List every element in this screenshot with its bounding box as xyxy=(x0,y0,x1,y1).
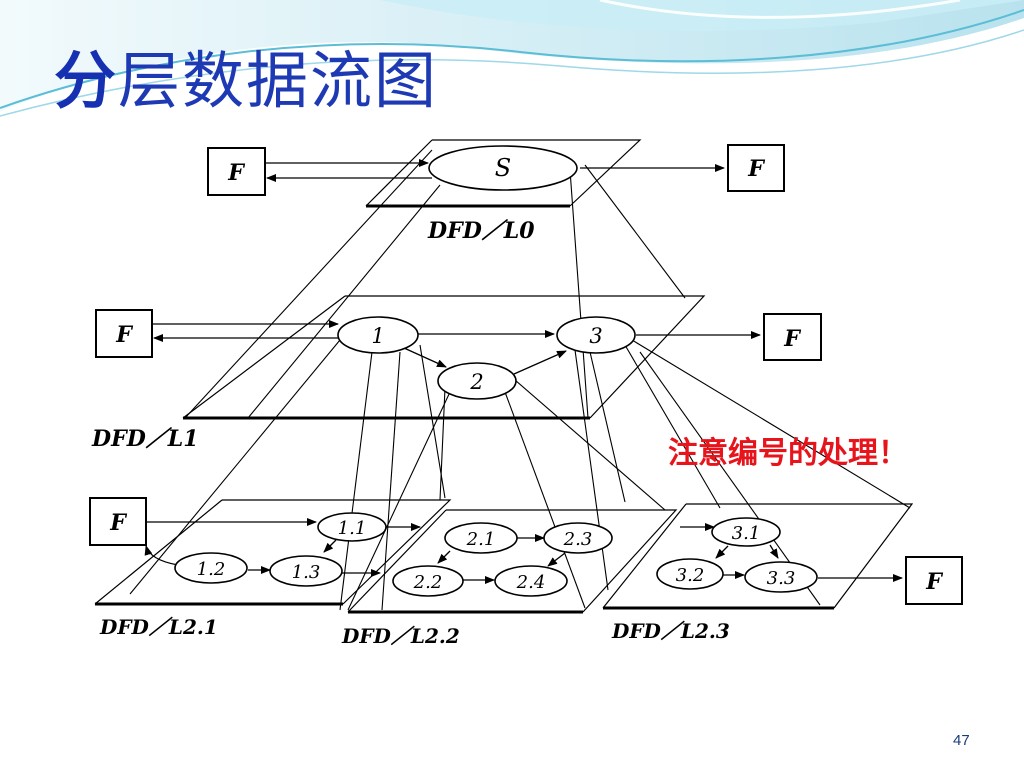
process-3-1: 3.1 xyxy=(711,517,781,547)
title-first-char: 分 xyxy=(54,44,119,117)
data-flows xyxy=(144,159,903,584)
process-3-3: 3.3 xyxy=(744,561,818,593)
process-1: 1 xyxy=(337,316,419,354)
external-entity-l2-3-sink: F xyxy=(905,556,963,605)
level-planes xyxy=(94,139,914,614)
level-label-l2-3: DFD／L2.3 xyxy=(611,619,730,643)
level-label-l1: DFD／L1 xyxy=(91,426,199,452)
plane-l0 xyxy=(365,139,642,208)
plane-l2-2 xyxy=(347,509,678,614)
plane-l1 xyxy=(182,295,706,420)
external-entity-label: F xyxy=(109,510,127,536)
process-label: 2 xyxy=(469,370,483,394)
level-label-l2-2: DFD／L2.2 xyxy=(341,624,460,648)
process-label: 2.1 xyxy=(466,529,496,550)
process-s: S xyxy=(428,145,578,191)
plane-l2-3 xyxy=(602,503,914,610)
process-3-2: 3.2 xyxy=(656,558,724,590)
page-number: 47 xyxy=(953,732,970,749)
external-entity-l2-1-source: F xyxy=(89,497,147,546)
external-entity-l0-source: F xyxy=(207,147,266,196)
process-label: 1.3 xyxy=(292,562,321,583)
processes: S 1 2 3 1.1 1.2 1.3 2.1 xyxy=(174,145,818,597)
title-rest: 层数据流图 xyxy=(118,44,439,117)
process-1-3: 1.3 xyxy=(269,555,343,587)
process-label: 2.2 xyxy=(413,572,443,593)
external-entity-label: F xyxy=(115,322,133,348)
external-entity-label: F xyxy=(227,160,245,186)
projection-lines xyxy=(129,149,911,611)
external-entity-l0-sink: F xyxy=(727,144,785,192)
process-label: 1.1 xyxy=(338,518,367,539)
process-label: 1 xyxy=(371,324,384,348)
process-2-3: 2.3 xyxy=(543,522,613,554)
level-label-l0: DFD／L0 xyxy=(427,218,535,244)
process-label: 3.1 xyxy=(732,523,761,544)
external-entity-label: F xyxy=(925,569,943,595)
process-2: 2 xyxy=(437,362,517,400)
header-wave-decoration xyxy=(0,0,1024,117)
level-label-l2-1: DFD／L2.1 xyxy=(99,615,218,639)
process-3: 3 xyxy=(556,316,636,354)
page-title: 分层数据流图 xyxy=(54,30,438,120)
external-entity-label: F xyxy=(747,156,765,182)
process-1-1: 1.1 xyxy=(317,512,387,542)
process-label: 2.3 xyxy=(563,529,593,550)
process-2-2: 2.2 xyxy=(392,565,464,597)
process-label: S xyxy=(495,154,511,182)
process-label: 3 xyxy=(589,324,602,348)
external-entity-label: F xyxy=(783,326,801,352)
process-1-2: 1.2 xyxy=(174,552,248,584)
process-label: 3.3 xyxy=(767,568,796,589)
external-entities: F F F F F F xyxy=(89,144,963,605)
external-entity-l1-sink: F xyxy=(763,313,822,361)
process-label: 2.4 xyxy=(516,572,546,593)
process-label: 3.2 xyxy=(676,565,705,586)
process-2-4: 2.4 xyxy=(494,565,568,597)
numbering-note: 注意编号的处理！ xyxy=(668,436,908,471)
process-label: 1.2 xyxy=(197,559,226,580)
process-2-1: 2.1 xyxy=(444,522,518,554)
external-entity-l1-source: F xyxy=(95,309,153,358)
